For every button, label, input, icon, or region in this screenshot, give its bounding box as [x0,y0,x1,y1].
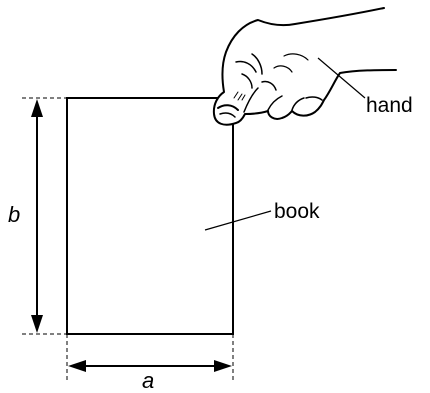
book-rectangle [66,97,234,335]
book-leader-line [204,210,272,231]
dimension-label-a: a [142,368,155,393]
hand-leader-line [317,57,366,99]
book-label: book [274,200,320,223]
dimension-arrow-a [68,360,232,372]
hand-drawing [212,7,397,126]
hand-label: hand [366,94,413,117]
dimension-arrow-b [31,99,43,333]
dimension-label-b: b [8,202,21,227]
